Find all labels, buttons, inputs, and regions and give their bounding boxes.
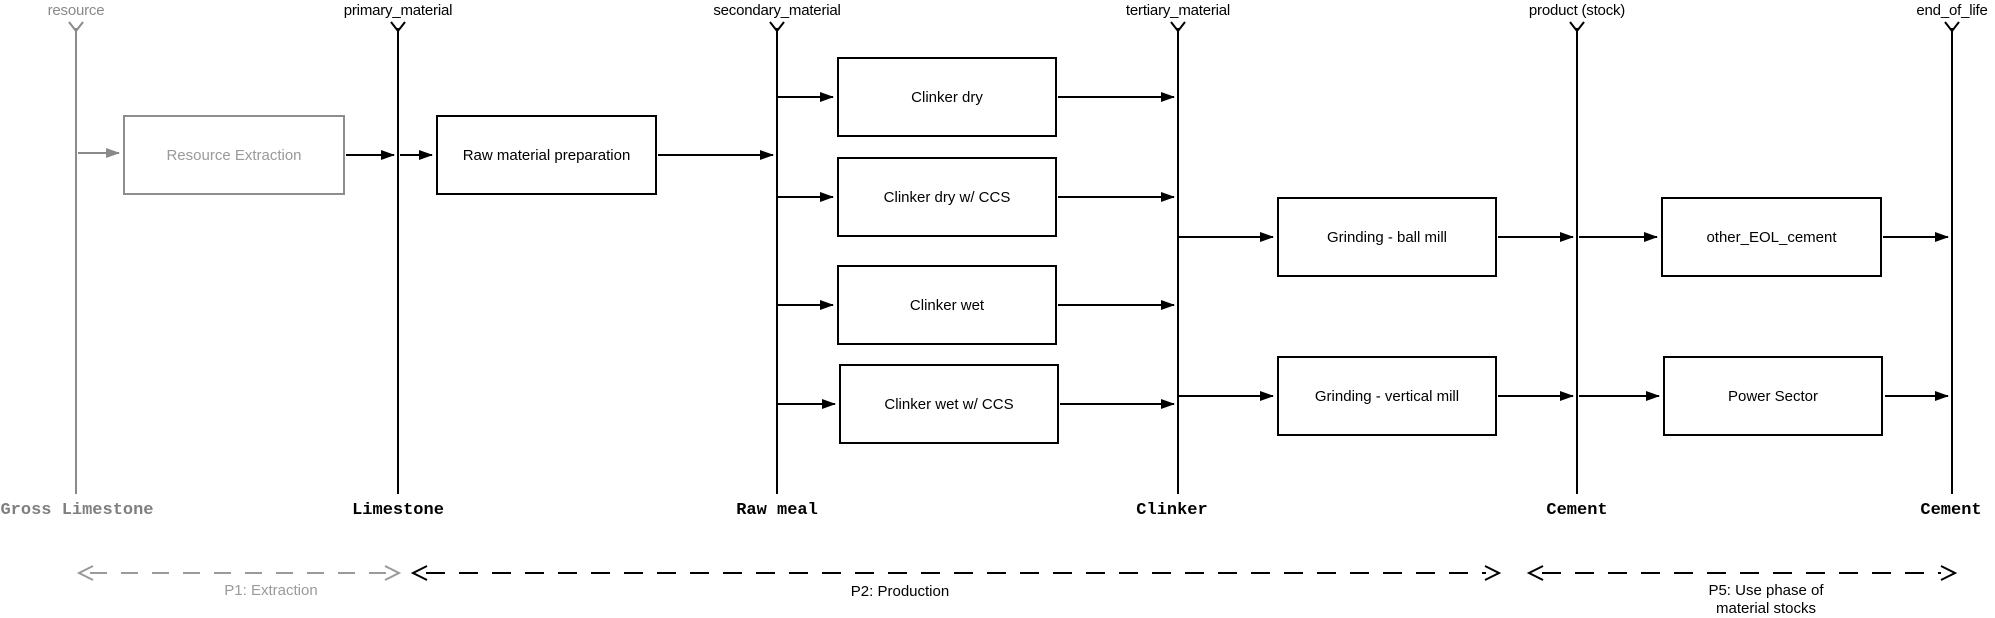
phase-arrow-p5 (1526, 565, 1958, 581)
process-box-clinker-dry-ccs: Clinker dry w/ CCS (837, 157, 1057, 237)
lane-label-end-of-life: end_of_life (1916, 2, 1988, 19)
swimlane-end-of-life-line (1944, 21, 1960, 494)
phase-label-p5-line1: P5: Use phase of (1708, 582, 1824, 599)
material-label-limestone: Limestone (352, 501, 444, 520)
process-box-clinker-wet-ccs: Clinker wet w/ CCS (839, 364, 1059, 444)
process-box-clinker-wet: Clinker wet (837, 265, 1057, 345)
phase-label-p5-line2: material stocks (1715, 600, 1817, 617)
process-box-power-sector: Power Sector (1663, 356, 1883, 436)
process-box-clinker-dry: Clinker dry (837, 57, 1057, 137)
phase-label-p1: P1: Extraction (224, 582, 318, 599)
process-box-grinding-ball-mill: Grinding - ball mill (1277, 197, 1497, 277)
swimlane-primary-material-line (390, 21, 406, 494)
process-box-raw-material-preparation: Raw material preparation (436, 115, 657, 195)
material-label-clinker: Clinker (1136, 501, 1208, 520)
lane-label-tertiary-material: tertiary_material (1125, 2, 1231, 19)
phase-arrow-p2 (410, 565, 1502, 581)
lane-label-product-stock: product (stock) (1528, 2, 1626, 19)
process-box-resource-extraction: Resource Extraction (123, 115, 345, 195)
swimlane-tertiary-material-line (1170, 21, 1186, 494)
process-box-other-eol-cement: other_EOL_cement (1661, 197, 1882, 277)
material-label-gross-limestone: Gross Limestone (0, 501, 154, 520)
material-label-cement-eol: Cement (1920, 501, 1982, 520)
lane-label-resource: resource (47, 2, 105, 19)
swimlane-product-stock-line (1569, 21, 1585, 494)
material-label-cement-product: Cement (1546, 501, 1608, 520)
swimlane-resource-line (68, 21, 84, 494)
phase-label-p2: P2: Production (850, 583, 950, 600)
material-label-raw-meal: Raw meal (736, 501, 818, 520)
phase-arrow-p1 (76, 565, 402, 581)
process-box-grinding-vertical-mill: Grinding - vertical mill (1277, 356, 1497, 436)
phase-label-p5: P5: Use phase of material stocks (1708, 582, 1823, 618)
lane-label-primary-material: primary_material (343, 2, 453, 19)
swimlane-secondary-material-line (769, 21, 785, 494)
flow-arrows (78, 92, 1949, 409)
lane-label-secondary-material: secondary_material (713, 2, 841, 19)
